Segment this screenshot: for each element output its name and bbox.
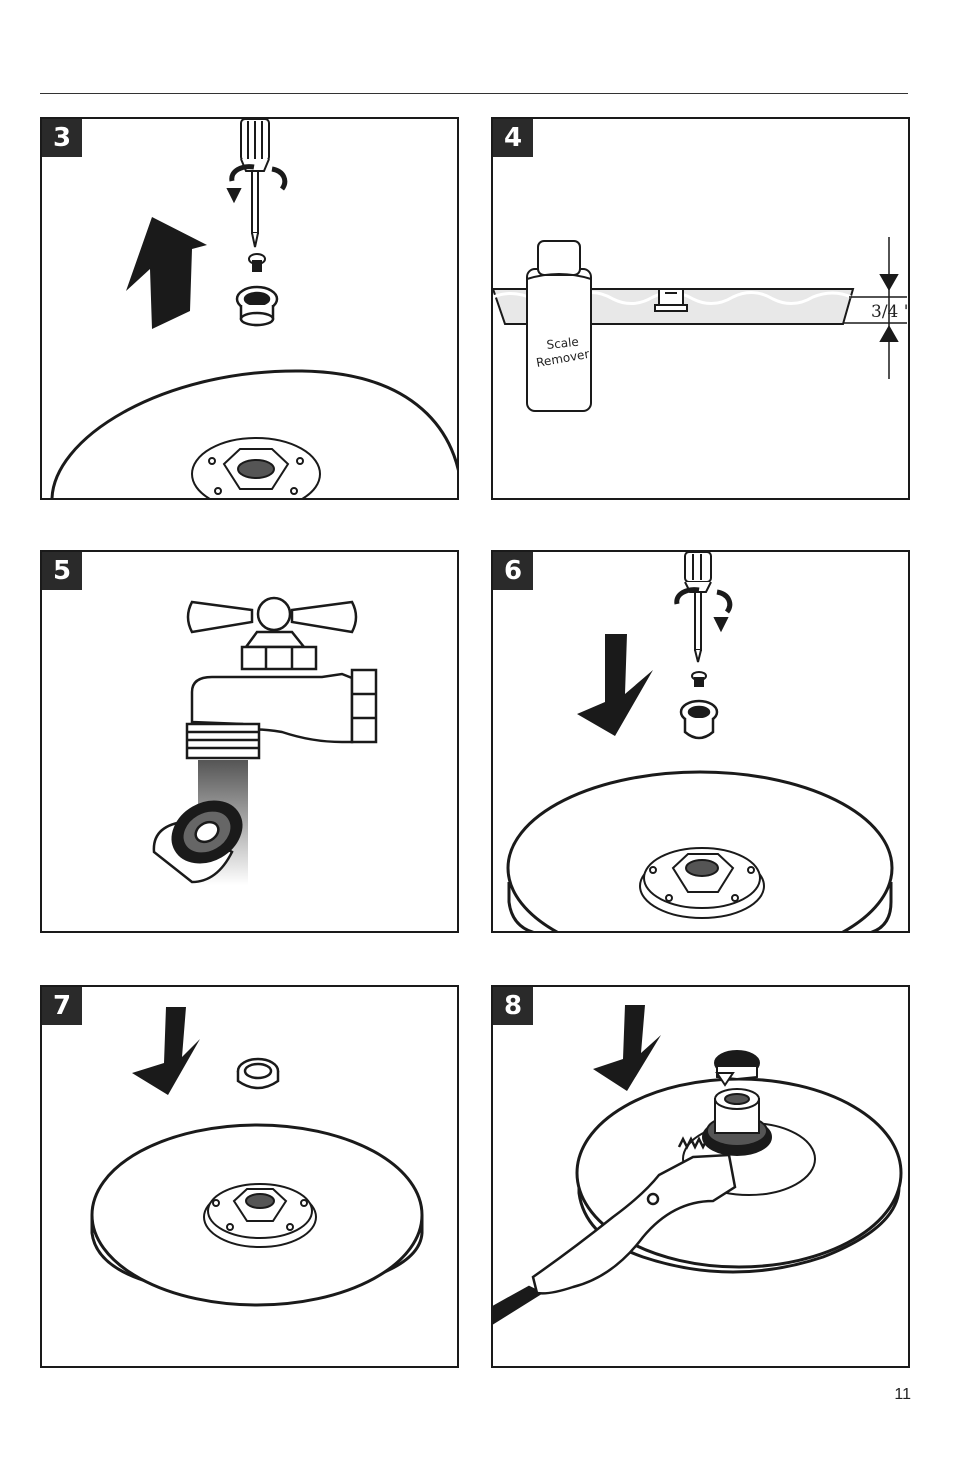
down-arrow-icon	[132, 1007, 200, 1095]
washer-icon	[238, 1059, 278, 1088]
hub-icon	[192, 438, 320, 500]
step-3-illustration	[42, 119, 459, 500]
step-number: 3	[42, 119, 82, 157]
down-arrow-icon	[593, 1005, 661, 1091]
step-number: 4	[493, 119, 533, 157]
step-8-illustration	[493, 987, 910, 1368]
step-number: 7	[42, 987, 82, 1025]
step-5-panel: 5	[40, 550, 459, 933]
step-number: 6	[493, 552, 533, 590]
screwdriver-icon	[228, 119, 285, 247]
step-7-panel: 7	[40, 985, 459, 1368]
faucet-icon	[187, 598, 376, 758]
flow-restrictor-icon	[681, 701, 717, 738]
step-number: 8	[493, 987, 533, 1025]
scale-remover-bottle-icon	[527, 241, 591, 411]
screw-icon	[692, 672, 706, 686]
down-arrow-icon	[577, 634, 653, 736]
screwdriver-icon	[677, 552, 730, 662]
flow-restrictor-icon	[655, 289, 687, 311]
step-6-illustration	[493, 552, 910, 933]
header-rule	[40, 93, 908, 94]
page-number: 11	[894, 1386, 911, 1404]
dimension-label: 3/4 "	[871, 302, 910, 322]
step-number: 5	[42, 552, 82, 590]
flow-restrictor-icon	[237, 287, 277, 325]
step-7-illustration	[42, 987, 459, 1368]
step-8-panel: 8	[491, 985, 910, 1368]
screw-icon	[249, 254, 265, 271]
step-4-panel: 4 Scale Remover 3/4 "	[491, 117, 910, 500]
up-arrow-icon	[126, 217, 207, 329]
step-6-panel: 6	[491, 550, 910, 933]
step-4-illustration: Scale Remover 3/4 "	[493, 119, 910, 500]
step-5-illustration	[42, 552, 459, 933]
hub-icon	[204, 1184, 316, 1247]
step-3-panel: 3	[40, 117, 459, 500]
hub-icon	[640, 848, 764, 918]
